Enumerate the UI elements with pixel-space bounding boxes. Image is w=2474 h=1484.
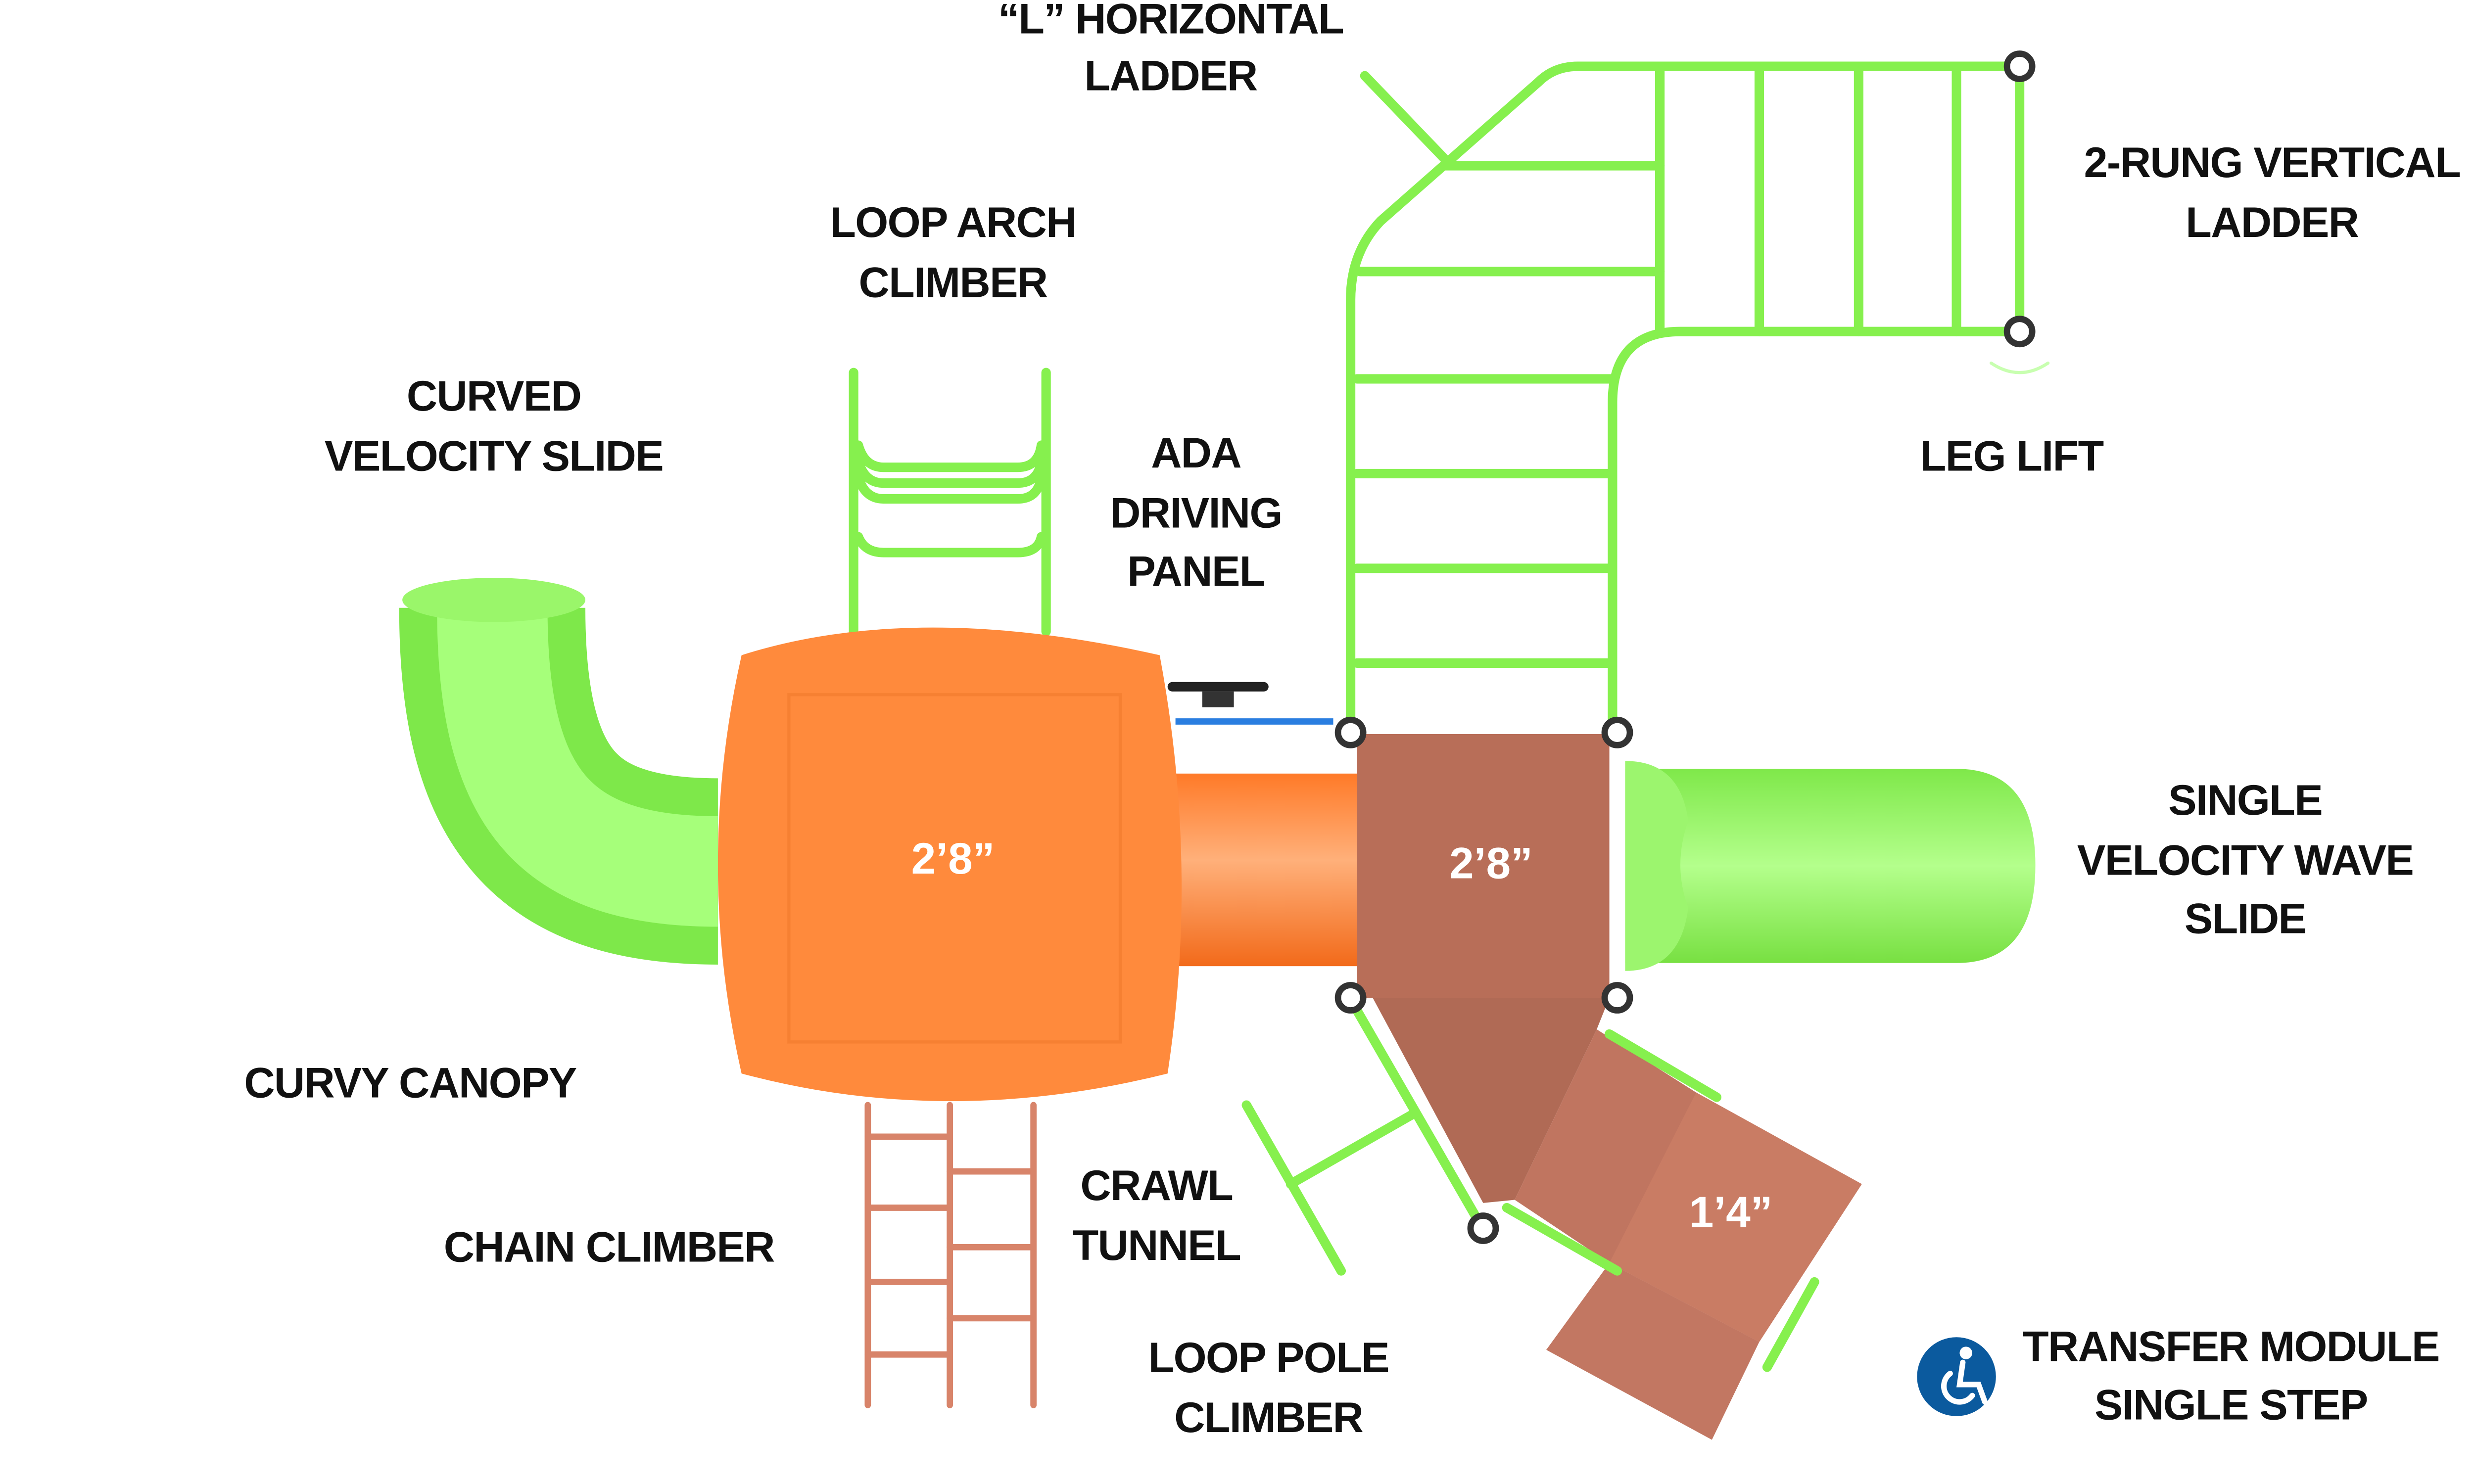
loop-pole-climber [1241,1100,1417,1276]
label-ada-driving-panel: ADA DRIVING PANEL [1110,429,1283,595]
curvy-canopy: 2’8” [717,627,1182,1102]
svg-text:2-RUNG VERTICAL: 2-RUNG VERTICAL [2084,139,2460,186]
svg-text:SINGLE STEP: SINGLE STEP [2094,1382,2368,1429]
two-rung-vertical-ladder [1990,61,2050,374]
l-horizontal-ladder [1346,61,2025,735]
svg-text:SINGLE: SINGLE [2168,777,2322,824]
loop-arch-climber [849,368,1051,637]
svg-text:VELOCITY SLIDE: VELOCITY SLIDE [325,432,663,480]
canopy-deck-height: 2’8” [911,834,995,883]
ada-driving-panel [1167,682,1333,725]
label-transfer-module-single-step: TRANSFER MODULE SINGLE STEP [2023,1323,2440,1429]
svg-text:ADA: ADA [1151,429,1241,477]
main-deck-height: 2’8” [1449,838,1533,888]
svg-text:LEG LIFT: LEG LIFT [1920,432,2104,480]
svg-text:SLIDE: SLIDE [2185,895,2306,943]
label-l-horizontal-ladder: “L” HORIZONTAL LADDER [998,0,1344,99]
transfer-step-height: 1’4” [1689,1187,1773,1237]
single-velocity-wave-slide [1625,761,2036,971]
svg-text:TUNNEL: TUNNEL [1073,1222,1241,1269]
main-deck: 2’8” [1357,734,1610,1203]
svg-text:CRAWL: CRAWL [1081,1162,1233,1209]
svg-text:TRANSFER MODULE: TRANSFER MODULE [2023,1323,2439,1370]
label-crawl-tunnel: CRAWL TUNNEL [1073,1162,1241,1269]
svg-text:CURVY CANOPY: CURVY CANOPY [244,1059,576,1107]
svg-text:CHAIN CLIMBER: CHAIN CLIMBER [444,1223,774,1271]
chain-climber [864,1102,1037,1408]
label-two-rung-vertical-ladder: 2-RUNG VERTICAL LADDER [2084,139,2461,246]
svg-text:LOOP POLE: LOOP POLE [1148,1334,1389,1382]
label-loop-pole-climber: LOOP POLE CLIMBER [1148,1334,1390,1441]
svg-text:DRIVING: DRIVING [1110,489,1282,537]
label-curvy-canopy: CURVY CANOPY [244,1059,577,1107]
deck-bolts [1334,50,2036,1244]
label-loop-arch-climber: LOOP ARCH CLIMBER [830,199,1077,306]
svg-text:LADDER: LADDER [1085,52,1258,99]
label-single-velocity-wave-slide: SINGLE VELOCITY WAVE SLIDE [2077,777,2414,943]
svg-text:PANEL: PANEL [1127,548,1264,595]
label-leg-lift: LEG LIFT [1920,432,2104,480]
svg-text:“L” HORIZONTAL: “L” HORIZONTAL [998,0,1343,43]
label-chain-climber: CHAIN CLIMBER [444,1223,775,1271]
transfer-module: 1’4” [1352,1005,1862,1440]
svg-text:LOOP ARCH: LOOP ARCH [830,199,1076,246]
crawl-tunnel [1175,773,1362,967]
wheelchair-icon [1917,1337,1996,1416]
svg-text:CURVED: CURVED [407,372,581,420]
svg-text:CLIMBER: CLIMBER [1174,1394,1363,1441]
svg-text:LADDER: LADDER [2186,199,2359,246]
curved-velocity-slide [399,578,719,965]
label-curved-velocity-slide: CURVED VELOCITY SLIDE [325,372,664,480]
svg-text:CLIMBER: CLIMBER [859,259,1047,306]
svg-text:VELOCITY WAVE: VELOCITY WAVE [2077,836,2413,884]
